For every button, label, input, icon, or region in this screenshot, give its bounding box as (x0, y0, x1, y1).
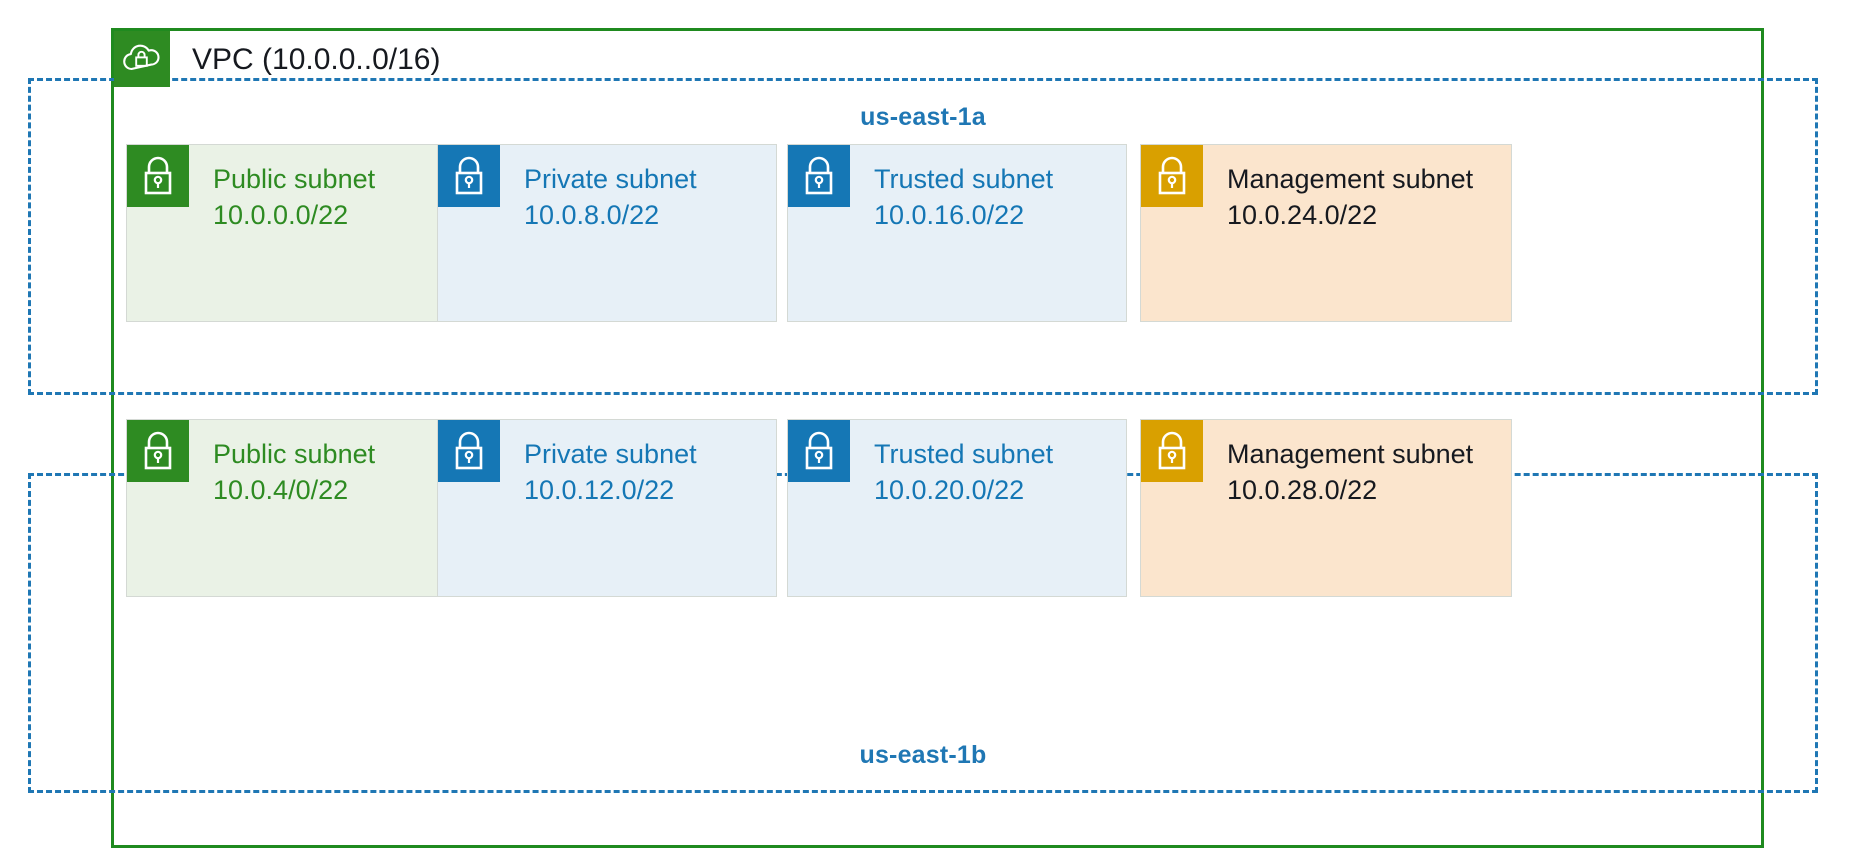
subnet-name: Trusted subnet (874, 164, 1054, 194)
vpc-header: VPC (10.0.0..0/16) (114, 31, 451, 87)
subnet-cidr: 10.0.0.0/22 (213, 199, 349, 230)
subnet-card-text: Private subnet 10.0.8.0/22 (524, 162, 768, 233)
subnet-cidr: 10.0.8.0/22 (524, 199, 660, 230)
subnet-name: Public subnet (213, 439, 376, 469)
subnet-card-text: Management subnet 10.0.24.0/22 (1227, 162, 1503, 233)
subnet-name: Management subnet (1227, 439, 1474, 469)
subnet-name: Private subnet (524, 164, 697, 194)
subnet-name: Management subnet (1227, 164, 1474, 194)
padlock-icon (438, 145, 500, 207)
subnet-card-text: Public subnet 10.0.4/0/22 (213, 437, 457, 508)
subnet-name: Public subnet (213, 164, 376, 194)
subnet-card-trusted-1b[interactable]: Trusted subnet 10.0.20.0/22 (787, 419, 1127, 597)
subnet-cidr: 10.0.12.0/22 (524, 474, 675, 505)
padlock-icon (127, 420, 189, 482)
subnet-card-text: Public subnet 10.0.0.0/22 (213, 162, 457, 233)
subnet-card-text: Trusted subnet 10.0.20.0/22 (874, 437, 1118, 508)
padlock-icon (1141, 145, 1203, 207)
subnet-card-public-1b[interactable]: Public subnet 10.0.4/0/22 (126, 419, 466, 597)
az-label-us-east-1a: us-east-1a (860, 103, 986, 131)
padlock-icon (1141, 420, 1203, 482)
subnet-cidr: 10.0.20.0/22 (874, 474, 1025, 505)
subnet-card-private-1b[interactable]: Private subnet 10.0.12.0/22 (437, 419, 777, 597)
vpc-cloud-lock-icon (114, 31, 170, 87)
subnet-name: Private subnet (524, 439, 697, 469)
padlock-icon (788, 420, 850, 482)
subnet-card-management-1a[interactable]: Management subnet 10.0.24.0/22 (1140, 144, 1512, 322)
vpc-boundary (111, 28, 1764, 848)
subnet-card-text: Management subnet 10.0.28.0/22 (1227, 437, 1503, 508)
subnet-card-public-1a[interactable]: Public subnet 10.0.0.0/22 (126, 144, 466, 322)
subnet-cidr: 10.0.28.0/22 (1227, 474, 1378, 505)
az-label-us-east-1b: us-east-1b (859, 741, 987, 769)
subnet-card-trusted-1a[interactable]: Trusted subnet 10.0.16.0/22 (787, 144, 1127, 322)
padlock-icon (788, 145, 850, 207)
subnet-card-management-1b[interactable]: Management subnet 10.0.28.0/22 (1140, 419, 1512, 597)
subnet-card-private-1a[interactable]: Private subnet 10.0.8.0/22 (437, 144, 777, 322)
subnet-name: Trusted subnet (874, 439, 1054, 469)
padlock-icon (127, 145, 189, 207)
vpc-label: VPC (10.0.0..0/16) (190, 40, 451, 78)
subnet-card-text: Trusted subnet 10.0.16.0/22 (874, 162, 1118, 233)
availability-zone-us-east-1a: us-east-1a (28, 78, 1818, 395)
subnet-cidr: 10.0.24.0/22 (1227, 199, 1378, 230)
subnet-cidr: 10.0.4/0/22 (213, 474, 349, 505)
padlock-icon (438, 420, 500, 482)
subnet-card-text: Private subnet 10.0.12.0/22 (524, 437, 768, 508)
subnet-cidr: 10.0.16.0/22 (874, 199, 1025, 230)
